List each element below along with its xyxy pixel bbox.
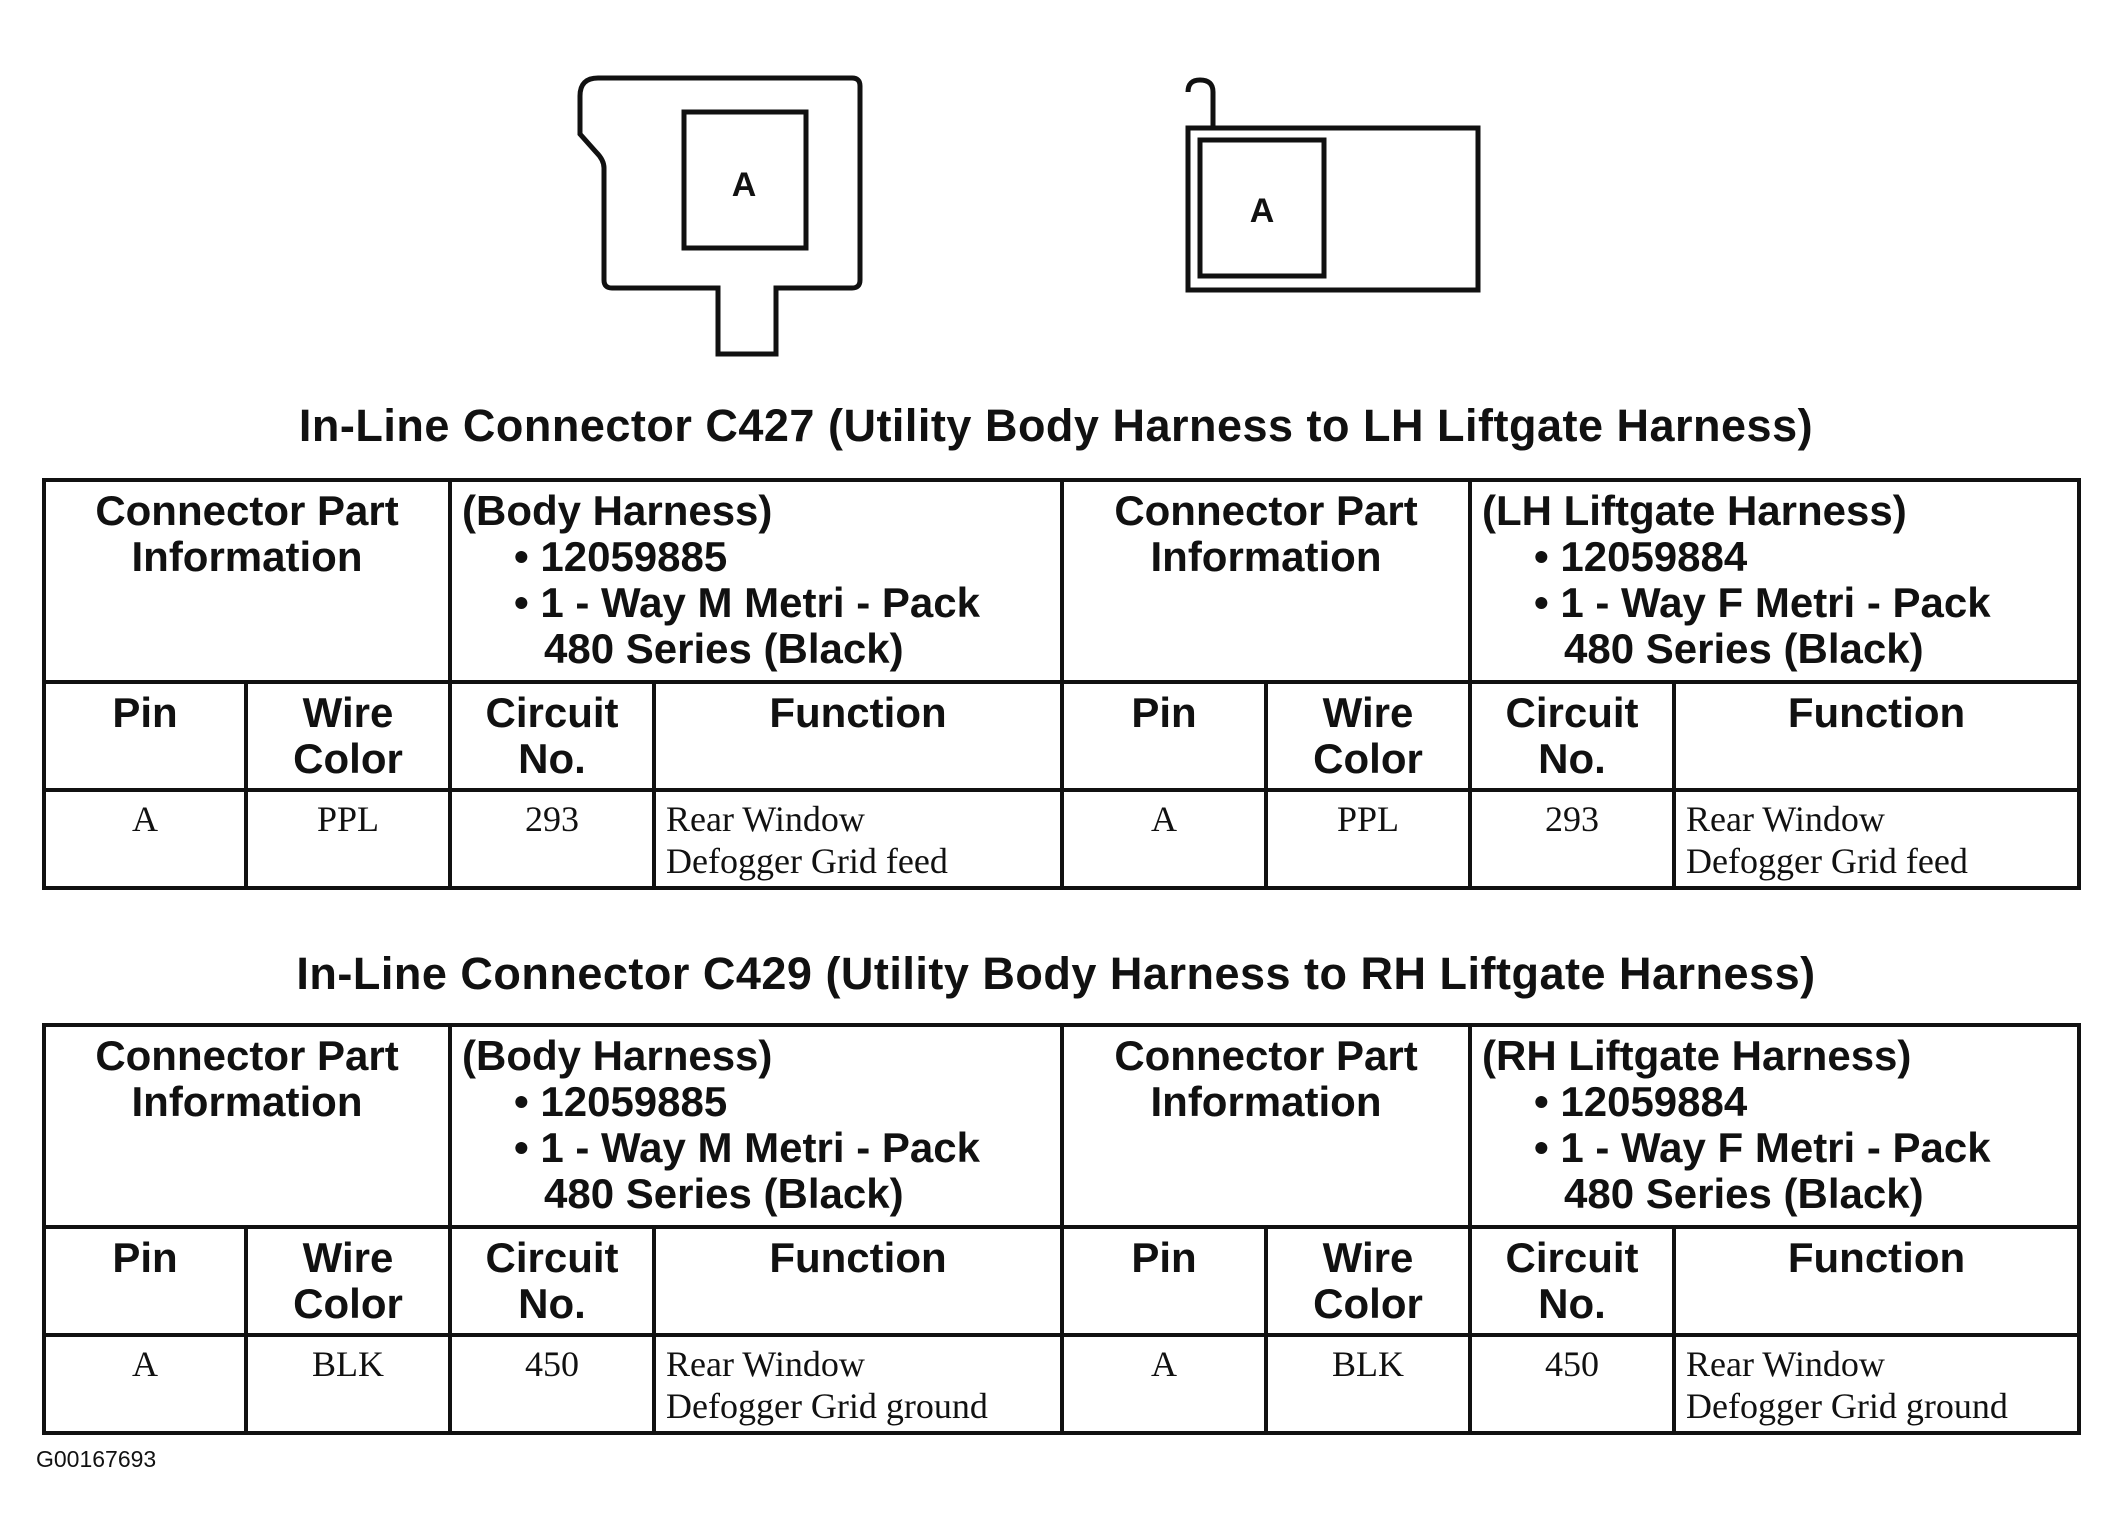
connector-type: • 1 - Way F Metri - Pack [1534,1124,1991,1171]
part-info-row: Connector Part Information (Body Harness… [42,478,2082,684]
function-header: Function [1671,680,2082,792]
pin-cell: A [1060,788,1268,890]
function-line-1: Rear Window [666,1344,865,1384]
table-row: A BLK 450 Rear Window Defogger Grid grou… [42,1333,2082,1435]
connector-type: • 1 - Way F Metri - Pack [1534,579,1991,626]
circuit-no-header: Circuit No. [448,680,656,792]
connector-diagrams: A A [577,75,1481,357]
function-line-2: Defogger Grid feed [1686,841,1968,881]
wire-color-header: Wire Color [244,1225,452,1337]
part-number: • 12059884 [1534,533,1748,580]
function-header: Function [1671,1225,2082,1337]
male-connector-face [577,75,863,357]
function-header: Function [652,680,1064,792]
figure-code: G00167693 [36,1446,157,1472]
function-cell: Rear Window Defogger Grid feed [652,788,1064,890]
connector-part-info-label: Connector Part Information [42,1023,452,1229]
function-line-2: Defogger Grid ground [1686,1386,2008,1426]
harness-name: (Body Harness) [462,487,773,534]
connector-c429-title: In-Line Connector C429 (Utility Body Har… [296,948,1816,999]
table-row: A PPL 293 Rear Window Defogger Grid feed… [42,788,2082,890]
function-line-2: Defogger Grid ground [666,1386,988,1426]
harness-name: (RH Liftgate Harness) [1482,1032,1912,1079]
function-header: Function [652,1225,1064,1337]
connector-part-info-label: Connector Part Information [42,478,452,684]
connector-series: 480 Series (Black) [1564,1170,1924,1217]
harness-name: (Body Harness) [462,1032,773,1079]
pin-header: Pin [42,1225,248,1337]
circuit-cell: 450 [448,1333,656,1435]
wire-color-header: Wire Color [1264,1225,1472,1337]
part-number: • 12059884 [1534,1078,1748,1125]
connector-type: • 1 - Way M Metri - Pack [514,579,980,626]
circuit-cell: 450 [1468,1333,1676,1435]
circuit-no-header: Circuit No. [448,1225,656,1337]
column-header-row: Pin Wire Color Circuit No. Function Pin … [42,1225,2082,1337]
wire-color-cell: BLK [1264,1333,1472,1435]
part-info-row: Connector Part Information (Body Harness… [42,1023,2082,1229]
function-line-1: Rear Window [1686,799,1885,839]
lh-liftgate-harness-info: (LH Liftgate Harness) • 12059884 • 1 - W… [1467,478,2082,684]
male-pin-label: A [732,166,757,204]
pin-cell: A [1060,1333,1268,1435]
function-cell: Rear Window Defogger Grid feed [1671,788,2082,890]
female-connector-face [1185,77,1481,293]
connector-c429-table: Connector Part Information (Body Harness… [42,1023,2082,1435]
connector-c427-title: In-Line Connector C427 (Utility Body Har… [298,400,1814,451]
part-number: • 12059885 [514,1078,728,1125]
connector-series: 480 Series (Black) [544,625,904,672]
function-cell: Rear Window Defogger Grid ground [1671,1333,2082,1435]
pin-cell: A [42,788,248,890]
circuit-cell: 293 [1468,788,1676,890]
body-harness-info: (Body Harness) • 12059885 • 1 - Way M Me… [448,478,1064,684]
function-line-1: Rear Window [1686,1344,1885,1384]
wire-color-header: Wire Color [1264,680,1472,792]
pin-header: Pin [42,680,248,792]
function-line-2: Defogger Grid feed [666,841,948,881]
part-number: • 12059885 [514,533,728,580]
female-pin-label: A [1250,192,1275,230]
connector-c427-table: Connector Part Information (Body Harness… [42,478,2082,890]
wire-color-cell: BLK [244,1333,452,1435]
circuit-cell: 293 [448,788,656,890]
circuit-no-header: Circuit No. [1468,680,1676,792]
connector-type: • 1 - Way M Metri - Pack [514,1124,980,1171]
wire-color-cell: PPL [244,788,452,890]
body-harness-info: (Body Harness) • 12059885 • 1 - Way M Me… [448,1023,1064,1229]
connector-part-info-label: Connector Part Information [1060,1023,1472,1229]
pin-header: Pin [1060,680,1268,792]
connector-series: 480 Series (Black) [544,1170,904,1217]
function-cell: Rear Window Defogger Grid ground [652,1333,1064,1435]
wire-color-header: Wire Color [244,680,452,792]
connector-part-info-label: Connector Part Information [1060,478,1472,684]
wire-color-cell: PPL [1264,788,1472,890]
pin-header: Pin [1060,1225,1268,1337]
rh-liftgate-harness-info: (RH Liftgate Harness) • 12059884 • 1 - W… [1467,1023,2082,1229]
function-line-1: Rear Window [666,799,865,839]
circuit-no-header: Circuit No. [1468,1225,1676,1337]
harness-name: (LH Liftgate Harness) [1482,487,1907,534]
pin-cell: A [42,1333,248,1435]
connector-series: 480 Series (Black) [1564,625,1924,672]
column-header-row: Pin Wire Color Circuit No. Function Pin … [42,680,2082,792]
